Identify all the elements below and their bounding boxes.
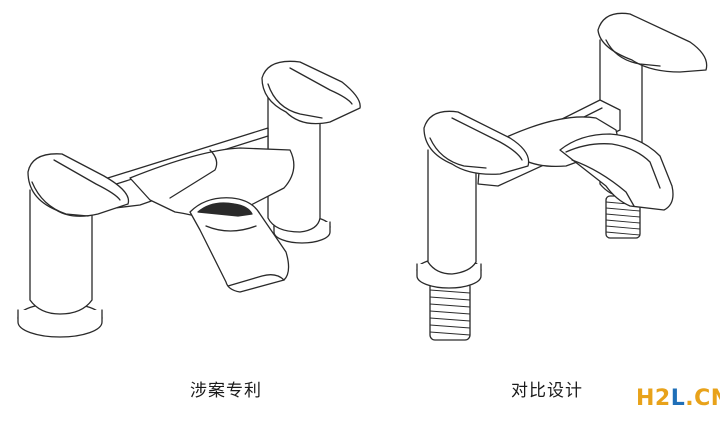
patent-design-caption: 涉案专利 <box>190 381 262 401</box>
left-faucet-left-pillar <box>30 190 92 314</box>
watermark-part-2: L <box>670 386 686 411</box>
site-watermark-logo: H2L.CN <box>636 386 720 411</box>
right-faucet-rear-lever <box>598 13 707 72</box>
comparison-design-caption: 对比设计 <box>511 381 583 401</box>
right-faucet-spout-mouth <box>560 134 673 210</box>
left-faucet-spout-mouth <box>190 198 289 292</box>
left-faucet-spout <box>130 148 294 222</box>
watermark-part-3: .CN <box>685 386 720 411</box>
left-faucet-left-lever <box>28 154 129 216</box>
right-faucet-front-lever <box>424 111 529 174</box>
right-faucet-front-pillar <box>428 150 476 274</box>
watermark-part-1: H2 <box>636 386 671 411</box>
